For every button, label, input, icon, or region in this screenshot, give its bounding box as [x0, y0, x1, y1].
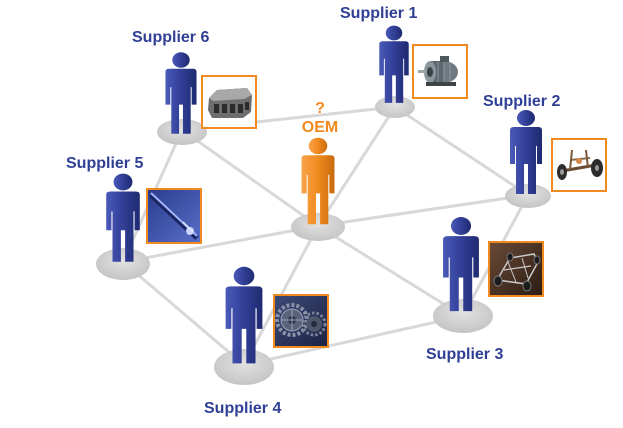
link-s1-oem [316, 106, 397, 227]
node-base-supplier-1 [375, 96, 415, 118]
supplier-label-1: Supplier 1 [340, 5, 417, 22]
network-links [121, 105, 530, 367]
engine-block-icon [208, 88, 252, 118]
supplier-label-2: Supplier 2 [483, 93, 560, 110]
drive-shaft-icon [149, 192, 199, 240]
person-icon-supplier-5 [106, 173, 140, 262]
gear-wheels-icon [275, 303, 327, 337]
person-icon-supplier-1 [379, 25, 409, 103]
car-chassis-icon [493, 252, 541, 292]
person-icon-supplier-3 [443, 217, 479, 312]
link-oem-s3 [317, 224, 464, 318]
supplier-label-6: Supplier 6 [132, 29, 209, 46]
supplier-label-3: Supplier 3 [426, 346, 503, 363]
node-bases [96, 96, 551, 385]
axle-suspension-icon [557, 149, 603, 180]
product-frame-supplier-3 [488, 241, 544, 297]
link-s5-s4 [122, 260, 245, 367]
oem-label: OEM [302, 119, 338, 136]
product-frame-supplier-4 [273, 294, 329, 348]
supplier-label-5: Supplier 5 [66, 155, 143, 172]
oem-question-mark: ? [315, 100, 325, 117]
product-frame-supplier-2 [551, 138, 607, 192]
node-base-oem [291, 213, 345, 241]
link-s1-s2 [394, 105, 529, 197]
node-base-supplier-5 [96, 248, 150, 280]
product-frame-supplier-1 [412, 44, 468, 99]
person-icon-supplier-6 [165, 52, 197, 134]
link-s6-oem [181, 128, 319, 228]
product-frame-supplier-5 [146, 188, 202, 244]
product-frame-supplier-6 [201, 75, 257, 129]
electric-motor-icon [418, 56, 458, 86]
node-base-supplier-6 [157, 119, 207, 145]
person-icon-supplier-4 [225, 266, 263, 364]
supplier-label-4: Supplier 4 [204, 400, 281, 417]
link-oem-s2 [317, 193, 529, 228]
node-base-supplier-4 [214, 349, 274, 385]
person-icon-oem [301, 137, 335, 225]
link-s4-s3 [243, 314, 464, 367]
person-icon-supplier-2 [510, 110, 542, 194]
link-oem-s5 [122, 224, 319, 264]
node-base-supplier-3 [433, 299, 493, 333]
